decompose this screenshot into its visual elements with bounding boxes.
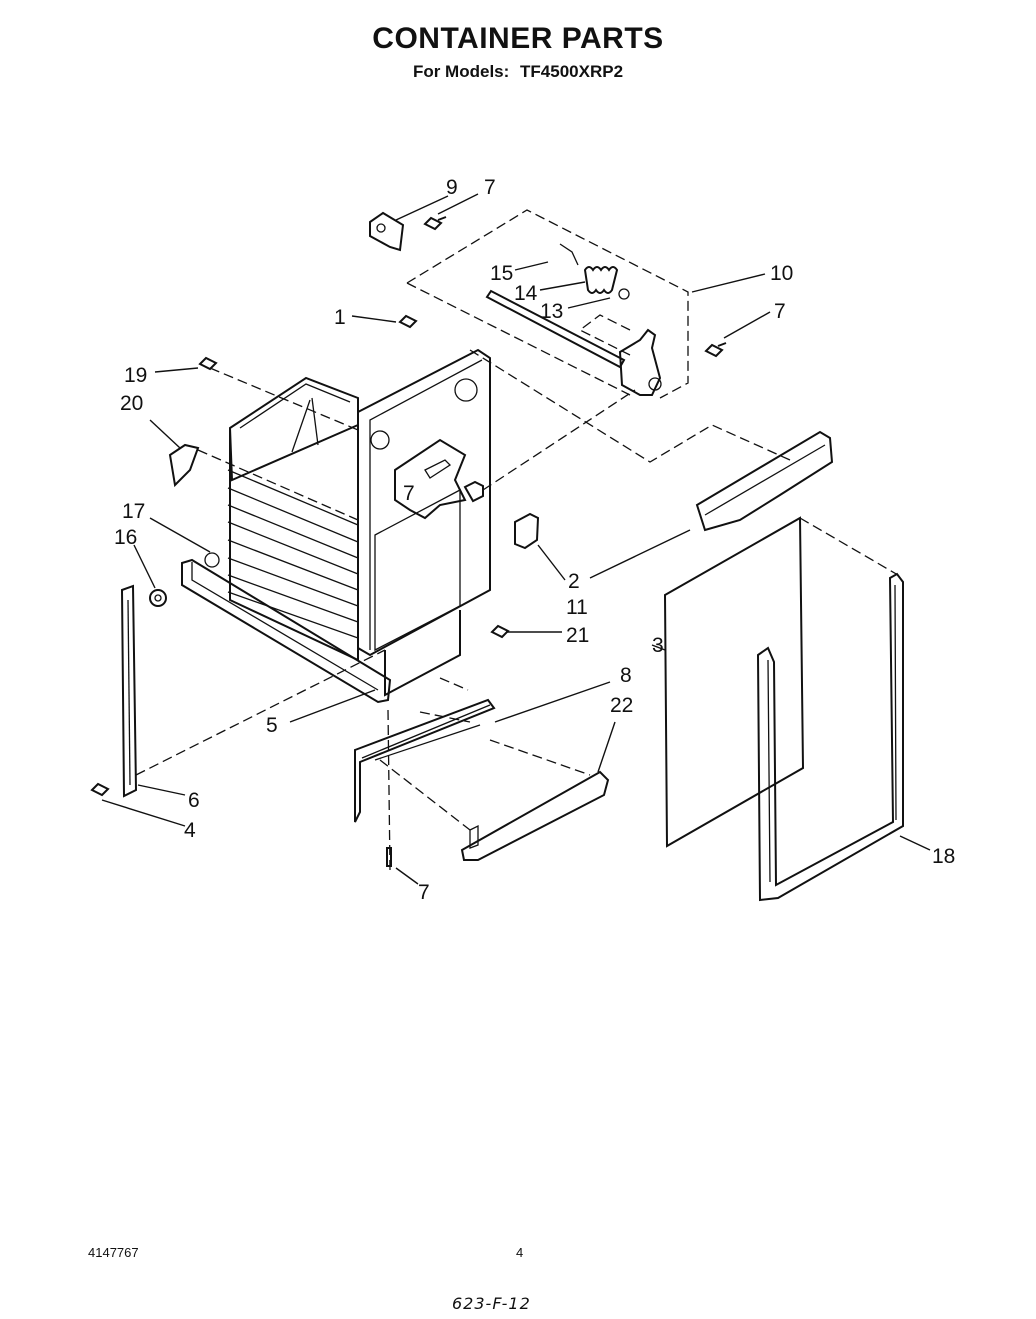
screw-part [398,314,418,329]
callout-labels: 9 7 15 14 13 10 1 7 19 20 7 17 16 2 11 2… [114,176,955,904]
callout-label: 15 [490,262,513,285]
callout-label: 6 [188,789,200,812]
knob-part [149,589,167,607]
door-frame-part [756,572,904,902]
left-post-part [120,584,138,798]
callout-label: 9 [446,176,458,199]
callout-label: 21 [566,624,589,647]
hinge-rod-part [485,289,626,369]
callout-label: 7 [774,300,786,323]
screw-part [490,624,510,639]
callout-label: 7 [418,881,430,904]
cutaway-window [394,438,467,520]
handwritten-note: 623-F-12 [452,1294,531,1313]
hinge-assembly-group [369,209,727,399]
screw-part [198,356,218,371]
callout-label: 10 [770,262,793,285]
top-rail-part [695,430,834,532]
callout-label: 1 [334,306,346,329]
callout-label: 16 [114,526,137,549]
callout-label: 17 [122,500,145,523]
screw-part [704,342,727,358]
callout-label: 11 [566,596,588,619]
callout-label: 7 [403,482,415,505]
tub-part [228,376,359,482]
callout-label: 2 [568,570,580,593]
document-number: 4147767 [88,1245,139,1260]
model-subtitle: For Models: TF4500XRP2 [0,62,1036,82]
callout-label: 19 [124,364,147,387]
hinge-bracket-part [369,211,405,252]
callout-label: 5 [266,714,278,737]
screw-part [386,847,392,867]
shelf-rail-part [354,698,496,823]
callout-label: 3 [652,634,664,657]
callout-label: 14 [514,282,538,305]
washer-part [618,288,630,300]
page-title: CONTAINER PARTS [372,22,664,55]
clip-part [514,512,540,550]
model-number: TF4500XRP2 [520,62,624,81]
front-handle-part [460,770,610,861]
screw-part [423,216,447,231]
callout-label: 8 [620,664,632,687]
hinge-arm-part [618,328,662,396]
callout-label: 22 [610,694,633,717]
page-number: 4 [516,1245,524,1260]
callout-label: 4 [184,819,196,842]
models-label: For Models: [412,62,510,81]
pin-part [559,243,579,266]
callout-label: 7 [484,176,496,199]
spring-part [583,266,619,294]
glass-panel-part [663,516,805,848]
screw-part [90,782,110,797]
container-body-group [149,314,540,704]
cam-part [204,552,220,568]
front-panel-part [357,348,491,657]
callout-label: 13 [540,300,563,323]
bottom-rail-part [181,558,392,704]
bracket-part [168,443,200,488]
callout-label: 18 [932,845,955,868]
leader-lines [101,193,931,885]
ribs [227,469,359,639]
callout-label: 20 [120,392,143,415]
